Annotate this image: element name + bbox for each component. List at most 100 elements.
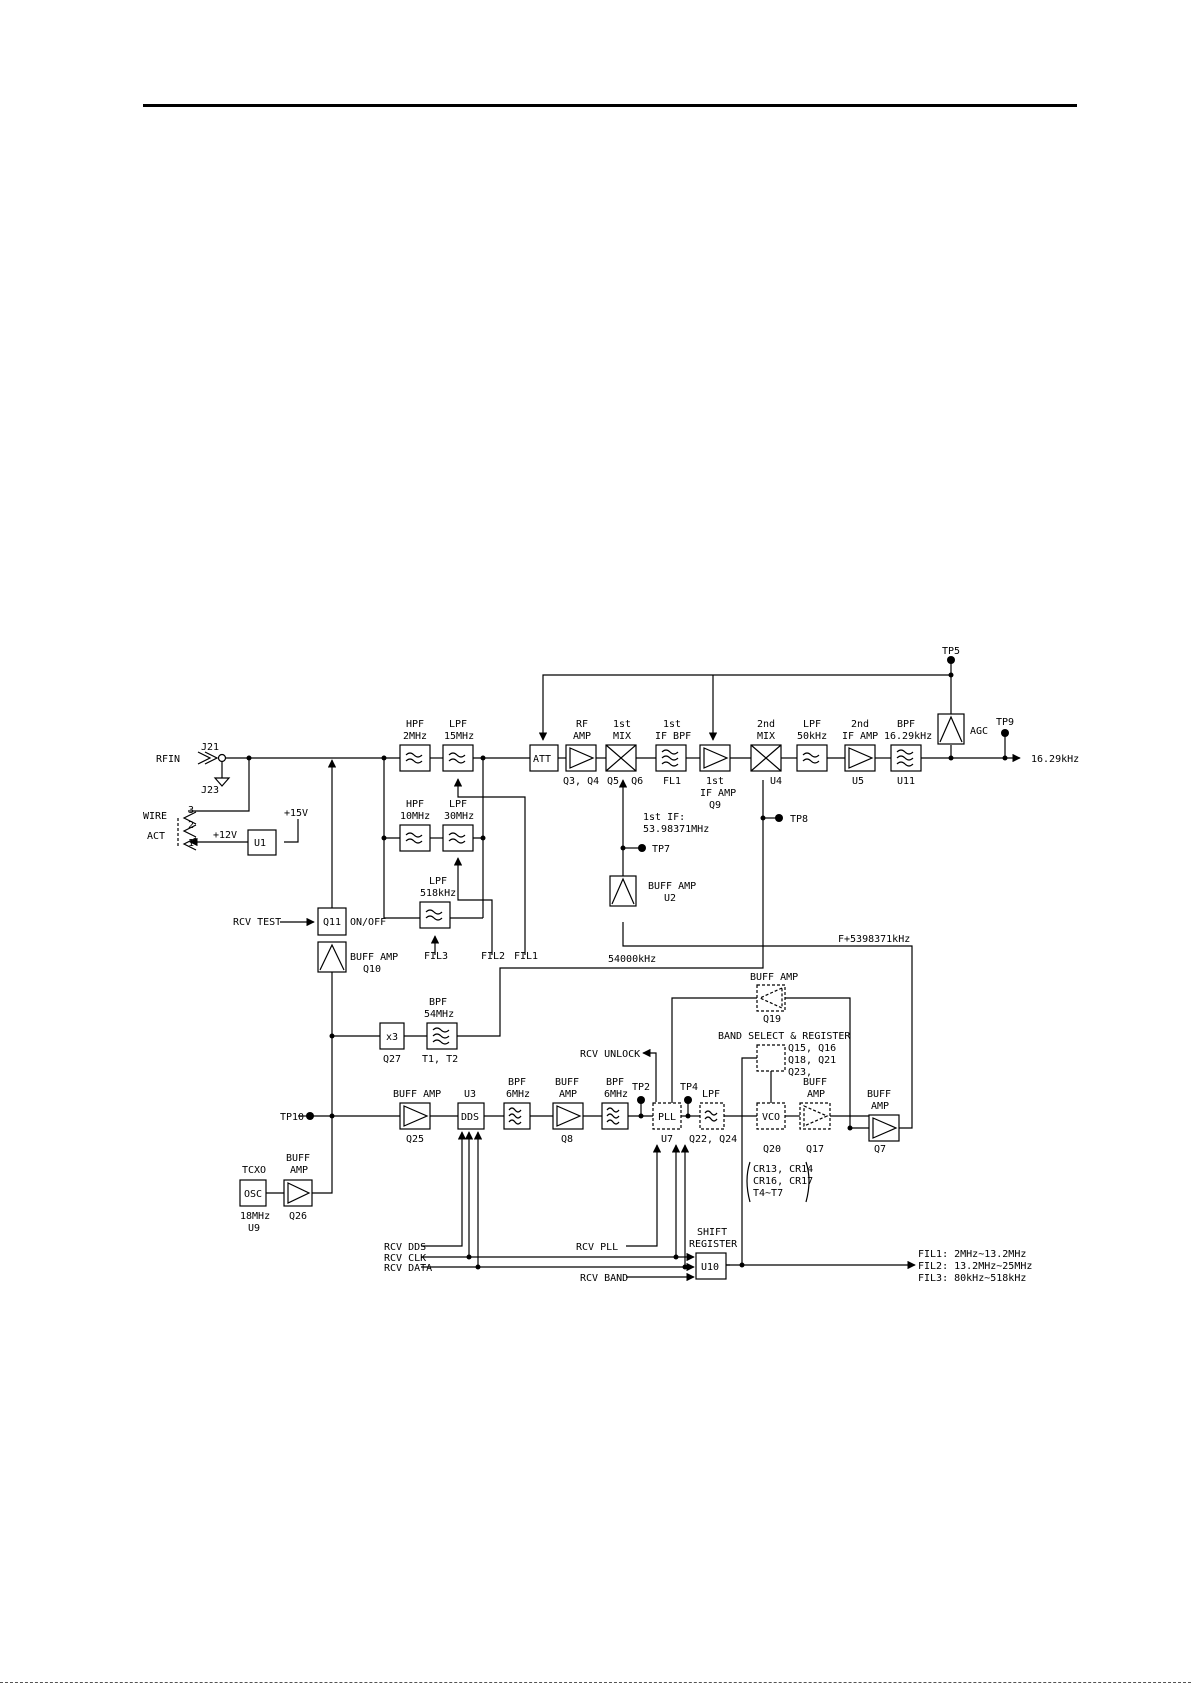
- header-rule: [143, 104, 1077, 107]
- tp2-label: TP2: [632, 1082, 650, 1093]
- tp5-label: TP5: [942, 646, 960, 657]
- q22q24-label: Q22, Q24: [689, 1134, 737, 1145]
- buff-amp-q19: [756, 984, 786, 1012]
- v15-label: +15V: [284, 808, 308, 819]
- u5-label: U5: [852, 776, 864, 787]
- q25-label: Q25: [406, 1134, 424, 1145]
- lpf-q22-label: LPF: [702, 1089, 720, 1100]
- hpf2-label-a: HPF: [406, 719, 424, 730]
- j23-label: J23: [201, 785, 219, 796]
- tp10-point: [306, 1112, 314, 1120]
- buffamp-q17-label-a: BUFF: [803, 1077, 827, 1088]
- f54000-label: 54000kHz: [608, 954, 656, 965]
- junction-dots: [246, 672, 1008, 1270]
- wire-act-connector: [177, 811, 197, 851]
- pll-label: PLL: [658, 1112, 676, 1123]
- rcv-data-label: RCV DATA: [384, 1263, 432, 1274]
- shift-register: [695, 1252, 727, 1280]
- rcv-band-label: RCV BAND: [580, 1273, 628, 1284]
- lpf-50khz: [796, 744, 828, 772]
- buff-amp-u2-label: BUFF AMP: [648, 881, 696, 892]
- bpf6b-label-a: BPF: [606, 1077, 624, 1088]
- u1-regulator: [247, 829, 277, 856]
- rfin-label: RFIN: [156, 754, 180, 765]
- u10-label: U10: [701, 1262, 719, 1273]
- q23-label: Q23,: [788, 1067, 812, 1078]
- q15q16-label: Q15, Q16: [788, 1043, 836, 1054]
- on-off-label: ON/OFF: [350, 917, 386, 928]
- q26-label: Q26: [289, 1211, 307, 1222]
- fl1-label: FL1: [663, 776, 681, 787]
- q8-label: Q8: [561, 1134, 573, 1145]
- if-amp-1: [699, 744, 731, 772]
- tcxo-osc: [239, 1179, 267, 1207]
- shift-label-a: SHIFT: [697, 1227, 727, 1238]
- buff-amp-q8: [552, 1102, 584, 1130]
- dds-label: DDS: [461, 1112, 479, 1123]
- hpf-10mhz: [399, 824, 431, 852]
- buffamp-q17-label-b: AMP: [807, 1089, 825, 1100]
- cr-bracket: [746, 1161, 810, 1203]
- lpf518-label-b: 518kHz: [420, 888, 456, 899]
- bpf1629-label-b: 16.29kHz: [884, 731, 932, 742]
- rf-amp: [565, 744, 597, 772]
- f-lo-label: F+5398371kHz: [838, 934, 910, 945]
- buff-amp-u2: [609, 875, 637, 907]
- band-select-label: BAND SELECT & REGISTER: [718, 1031, 851, 1042]
- pin3-label: 3: [188, 805, 194, 816]
- vco-label: VCO: [762, 1112, 780, 1123]
- tp2-point: [637, 1096, 645, 1104]
- att-block: [529, 744, 559, 772]
- pin1-label: 1: [188, 838, 194, 849]
- tp10-label: TP10: [280, 1112, 304, 1123]
- rcv-clk-label: RCV CLK: [384, 1253, 426, 1264]
- ifbpf-label-a: 1st: [663, 719, 681, 730]
- test-points: [306, 656, 1009, 1120]
- if-bpf-1: [655, 744, 687, 772]
- bpf-54mhz: [426, 1022, 458, 1050]
- lpf-518khz: [419, 901, 451, 929]
- agc-label: AGC: [970, 726, 988, 737]
- bpf-6mhz-a: [503, 1102, 531, 1130]
- bpf-6mhz-b: [601, 1102, 629, 1130]
- ifamp2-label-b: IF AMP: [842, 731, 878, 742]
- tp4-point: [684, 1096, 692, 1104]
- tp9-label: TP9: [996, 717, 1014, 728]
- buffamp-q7-label-a: BUFF: [867, 1089, 891, 1100]
- tp5-point: [947, 656, 955, 664]
- j21-label: J21: [201, 742, 219, 753]
- hpf10-label-b: 10MHz: [400, 811, 430, 822]
- fil1-label: FIL1: [514, 951, 538, 962]
- buff-amp-q10: [317, 941, 347, 973]
- if1-label-b: 53.98371MHz: [643, 824, 709, 835]
- lpf50-label-a: LPF: [803, 719, 821, 730]
- dds-block: [457, 1102, 485, 1130]
- mix1-label-b: MIX: [613, 731, 631, 742]
- q11-switch: [317, 907, 347, 936]
- lpf50-label-b: 50kHz: [797, 731, 827, 742]
- lpf30-label-b: 30MHz: [444, 811, 474, 822]
- bpf54-label-b: 54MHz: [424, 1009, 454, 1020]
- u1-label: U1: [254, 838, 266, 849]
- rcv-pll-label: RCV PLL: [576, 1242, 618, 1253]
- buff-amp-q17: [799, 1102, 831, 1130]
- lpf15-label-b: 15MHz: [444, 731, 474, 742]
- rfamp-label-b: AMP: [573, 731, 591, 742]
- pll-block: [652, 1102, 682, 1130]
- u9-label: U9: [248, 1223, 260, 1234]
- tp8-label: TP8: [790, 814, 808, 825]
- lpf518-label-a: LPF: [429, 876, 447, 887]
- tp8-point: [775, 814, 783, 822]
- f18-label: 18MHz: [240, 1211, 270, 1222]
- lpf-15mhz: [442, 744, 474, 772]
- cr-label-c: T4~T7: [753, 1188, 783, 1199]
- tp7-point: [638, 844, 646, 852]
- bottom-dashed-rule: [0, 1682, 1191, 1683]
- mix2-label-a: 2nd: [757, 719, 775, 730]
- buffamp-q8-label-a: BUFF: [555, 1077, 579, 1088]
- buffamp-q26-label-b: AMP: [290, 1165, 308, 1176]
- u7-label: U7: [661, 1134, 673, 1145]
- multiplier-x3: [379, 1022, 405, 1050]
- cr-label-a: CR13, CR14: [753, 1164, 813, 1175]
